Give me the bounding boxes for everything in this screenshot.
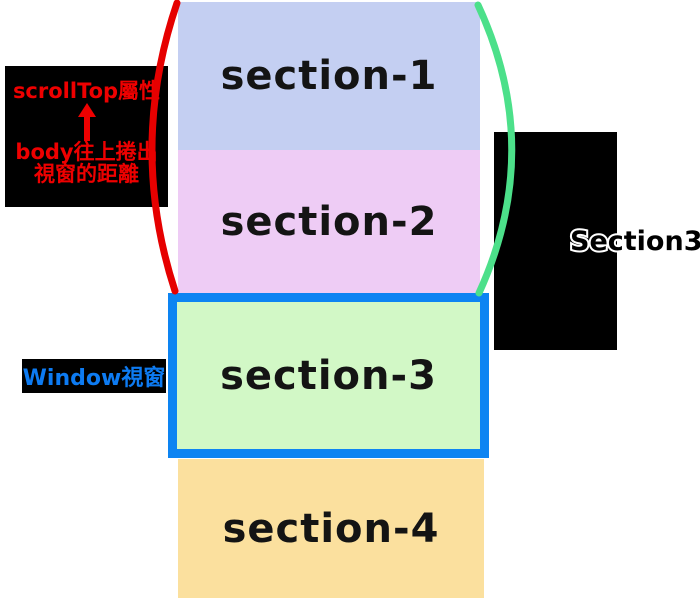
scrolltop-callout: scrollTop屬性 body往上捲出 視窗的距離 — [5, 66, 168, 207]
section-1-label: section-1 — [220, 53, 438, 99]
section-2-block: section-2 — [178, 150, 480, 293]
scrolltop-callout-line3: 視窗的距離 — [34, 162, 139, 186]
window-viewport-box: section-3 — [168, 293, 489, 458]
window-label-callout: Window視窗 — [22, 359, 166, 393]
section-1-block: section-1 — [178, 2, 480, 150]
window-label: Window視窗 — [22, 366, 166, 391]
section-4-label: section-4 — [222, 505, 440, 552]
section-2-label: section-2 — [220, 198, 438, 245]
right-callout-box — [494, 132, 617, 350]
up-arrow-icon — [5, 102, 168, 142]
scrolltop-callout-line1: scrollTop屬性 — [12, 79, 161, 103]
section-4-block: section-4 — [178, 459, 484, 598]
section-3-label: section-3 — [220, 352, 437, 399]
scrolltop-callout-line2: body往上捲出 — [15, 140, 158, 164]
